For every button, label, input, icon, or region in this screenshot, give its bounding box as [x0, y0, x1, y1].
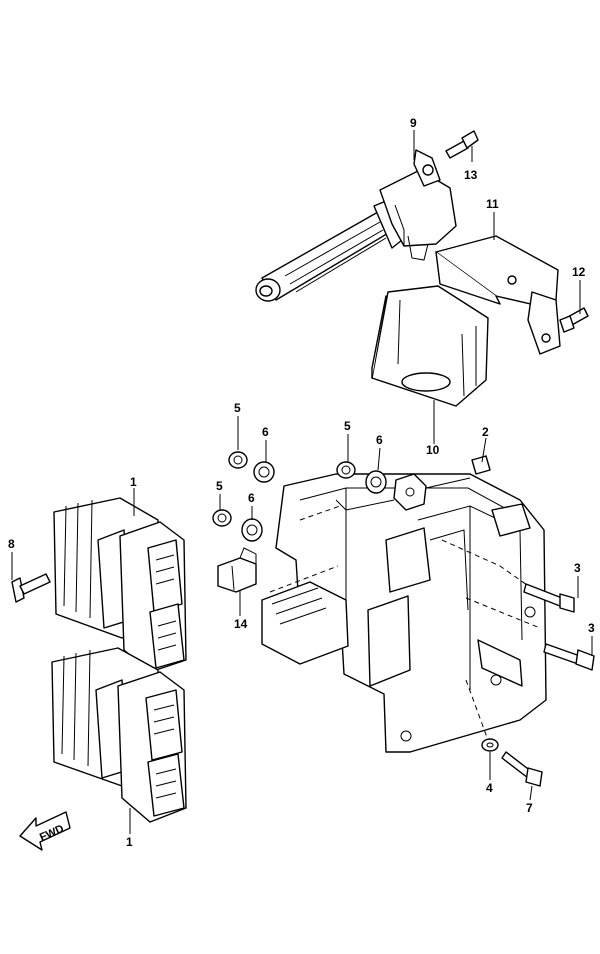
- fwd-direction-arrow: FWD: [19, 811, 71, 851]
- callout-12: 12: [572, 265, 586, 279]
- harness-clip: [335, 473, 471, 511]
- callout-14: 14: [234, 617, 248, 631]
- callout-4: 4: [486, 781, 493, 795]
- callout-1-bottom: 1: [126, 835, 133, 849]
- callout-3-upper: 3: [574, 561, 581, 575]
- bolt-12: [559, 307, 589, 333]
- callout-6-right: 6: [376, 433, 383, 447]
- ignition-coil: [255, 149, 457, 302]
- leader-lines: [11, 130, 593, 834]
- callout-10: 10: [426, 443, 440, 457]
- callout-9: 9: [410, 116, 417, 130]
- callout-5-right: 5: [344, 419, 351, 433]
- bolt-8: [11, 573, 51, 603]
- callout-11: 11: [486, 197, 499, 211]
- regulator-lower: [51, 647, 187, 823]
- bolt-3-lower: [543, 643, 595, 671]
- regulator-upper: [53, 497, 187, 673]
- callout-6-left-upper: 6: [262, 425, 269, 439]
- clamp-14: [217, 547, 257, 593]
- bolt-13: [445, 130, 479, 159]
- callout-7: 7: [526, 801, 533, 815]
- callout-labels: 9 13 11 12 10 2 5 6 5 6 5 6 14 1 1 8 3 3…: [8, 116, 595, 849]
- grommet-set-left-upper: [228, 451, 275, 483]
- washer-4: [481, 738, 499, 752]
- callout-5-left-upper: 5: [234, 401, 241, 415]
- callout-1-top: 1: [130, 475, 137, 489]
- bolt-3-upper: [523, 583, 575, 613]
- callout-13: 13: [464, 168, 478, 182]
- coil-cover: [371, 285, 489, 407]
- callout-8: 8: [8, 537, 15, 551]
- mounting-bracket: [261, 455, 547, 753]
- callout-6-left-lower: 6: [248, 491, 255, 505]
- grommet-set-right: [336, 461, 387, 494]
- coil-bracket: [435, 235, 561, 355]
- grommet-set-left-lower: [212, 509, 263, 542]
- callout-2: 2: [482, 425, 489, 439]
- callout-5-left-lower: 5: [216, 479, 223, 493]
- callout-3-lower: 3: [588, 621, 595, 635]
- bolt-7: [501, 751, 543, 787]
